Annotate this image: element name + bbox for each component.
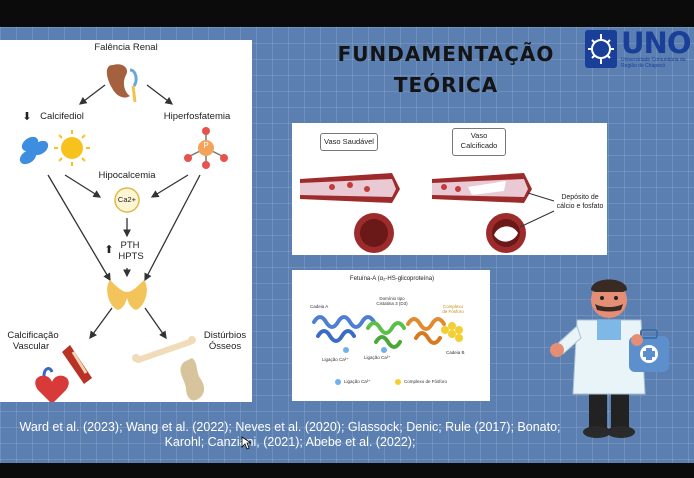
uno-logo: UNO Universidade Comunitária da Região d… xyxy=(585,27,694,72)
references-citation: Ward et al. (2023); Wang et al. (2022); … xyxy=(10,420,570,450)
calcium-ion-icon xyxy=(114,187,140,213)
legend-phosphorus-icon xyxy=(395,379,401,385)
healthy-vessel-icon xyxy=(300,173,400,253)
renal-failure-diagram: Falência Renal ⬇ Calcifediol Hiperfosfat… xyxy=(0,40,252,402)
renal-failure-label: Falência Renal xyxy=(94,42,158,53)
calcium-binding-label-2: Ligação Ca²⁺ xyxy=(364,355,391,360)
domain-label-line2: Cistatina 3 (D3) xyxy=(376,301,408,306)
presentation-slide: Falência Renal ⬇ Calcifediol Hiperfosfat… xyxy=(0,27,694,463)
calcified-vessel-label-line1: Vaso xyxy=(470,131,488,140)
calcium-binding-label-1: Ligação Ca²⁺ xyxy=(322,357,349,362)
bone-disorders-label-line2: Ósseos xyxy=(208,341,242,352)
vascular-calcification-label-line1: Calcificação xyxy=(7,330,59,341)
slide-title: FUNDAMENTAÇÃO TEÓRICA xyxy=(336,39,556,101)
complex-label-line2: de Fósforo xyxy=(442,309,464,314)
window-top-bar xyxy=(0,0,694,27)
doctor-illustration xyxy=(550,279,669,438)
bone-icon xyxy=(132,336,205,401)
chain-a-label: Cadeia A xyxy=(310,304,329,309)
domain-label: Domínio tipo Cistatina 3 (D3) xyxy=(374,296,410,306)
complex-label: Complexo de Fósforo xyxy=(438,304,468,314)
slide-title-line1: FUNDAMENTAÇÃO xyxy=(337,42,555,66)
uno-logo-text: UNO xyxy=(621,27,691,60)
fetuin-protein-diagram: Fetuína-A (α₂-HS-glicoproteína) Cadeia A… xyxy=(292,270,490,401)
slide-title-line2: TEÓRICA xyxy=(393,73,499,97)
calcium-binding-dot xyxy=(343,347,349,353)
pth-label: PTH xyxy=(120,240,140,251)
calcium-symbol: Ca2+ xyxy=(117,195,137,204)
thyroid-icon xyxy=(107,280,147,310)
phosphorus-complex-icon xyxy=(441,322,463,342)
vitamin-pills-icon xyxy=(19,136,49,165)
domain-label-line1: Domínio tipo xyxy=(379,296,405,301)
protein-title: Fetuína-A (α₂-HS-glicoproteína) xyxy=(349,276,435,282)
calcified-vessel-icon xyxy=(432,173,555,253)
vascular-calcification-label-line2: Vascular xyxy=(12,341,50,352)
chain-b-label: Cadeia B xyxy=(446,350,465,355)
healthy-vessel-label-box: Vaso Saudável xyxy=(320,133,378,151)
hyperphosphatemia-label: Hiperfosfatemia xyxy=(163,111,231,122)
citation-line2: Karohl; Canziani, (2021); Abebe et al. (… xyxy=(164,435,416,449)
complex-label-line1: Complexo xyxy=(442,304,464,309)
diagram-arrows xyxy=(19,64,228,402)
uno-logo-subtitle: Universidade Comunitária da Região de Ch… xyxy=(621,57,686,69)
window-bottom-bar xyxy=(0,463,694,478)
heart-icon xyxy=(35,367,69,402)
deposit-label-line2: cálcio e fosfato xyxy=(556,203,604,210)
hpts-label: HPTS xyxy=(118,251,144,262)
calcifediol-label: Calcifediol xyxy=(40,111,84,122)
uno-logo-mark-icon xyxy=(585,30,617,68)
healthy-vessel-label: Vaso Saudável xyxy=(324,137,374,146)
kidney-icon xyxy=(106,64,138,103)
bone-disorders-label-line1: Distúrbios xyxy=(203,330,247,341)
calcified-vessel-label-box: Vaso Calcificado xyxy=(452,128,506,156)
uno-logo-emblem xyxy=(588,34,614,64)
calcified-vessel-label-line2: Calcificado xyxy=(460,141,498,150)
up-arrow-icon: ⬆ xyxy=(104,244,114,256)
mouse-cursor-icon xyxy=(241,436,251,450)
legend-phosphorus-label: Complexo de Fósforo xyxy=(404,379,448,384)
protein-structure-illustration xyxy=(312,315,463,385)
phosphate-molecule-icon xyxy=(184,127,228,169)
vessel-diagram: Vaso Saudável Vaso Calcificado Depósito … xyxy=(292,123,607,255)
calcified-artery-icon xyxy=(62,345,92,384)
hypocalcemia-label: Hipocalcemia xyxy=(98,170,156,181)
sun-icon xyxy=(54,130,90,166)
calcium-binding-dot xyxy=(381,347,387,353)
legend-calcium-icon xyxy=(335,379,341,385)
deposit-label-line1: Depósito de xyxy=(561,194,599,201)
deposit-label: Depósito de cálcio e fosfato xyxy=(554,193,606,211)
phosphate-symbol: P xyxy=(203,141,209,150)
down-arrow-icon: ⬇ xyxy=(22,111,32,123)
legend-calcium-label: Ligação Ca²⁺ xyxy=(344,379,371,384)
citation-line1: Ward et al. (2023); Wang et al. (2022); … xyxy=(19,420,561,434)
vessel-illustration xyxy=(300,173,555,253)
